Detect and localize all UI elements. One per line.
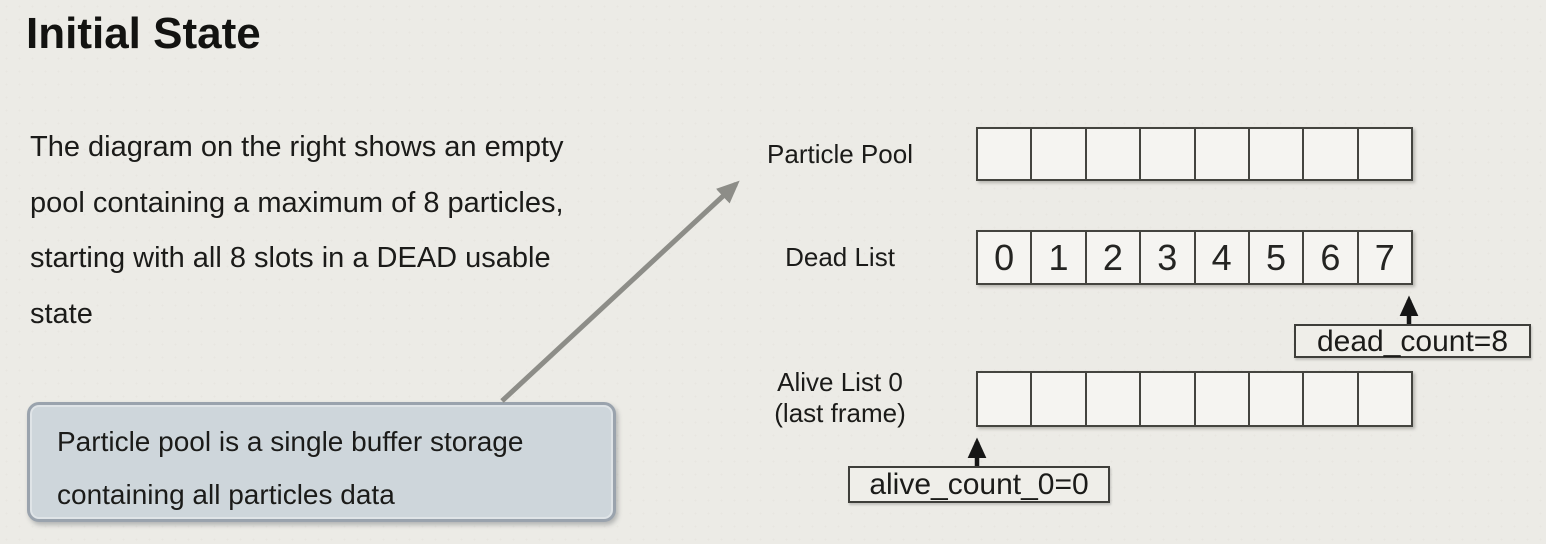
- alive-list-slot: [1359, 373, 1411, 425]
- dead-list-slot: 7: [1374, 236, 1395, 278]
- particle-pool-callout: Particle pool is a single buffer storage…: [27, 402, 616, 522]
- particle-pool-slot: [1141, 129, 1196, 179]
- dead-list-slot: 0: [978, 232, 1033, 283]
- intro-line: The diagram on the right shows an empty: [30, 131, 564, 163]
- alive-count-box: alive_count_0=0: [848, 466, 1110, 503]
- intro-line: state: [30, 297, 93, 330]
- dead-list-slot: 5: [1250, 232, 1305, 283]
- particle-pool-slot: [978, 129, 1033, 179]
- callout-line: containing all particles data: [57, 479, 395, 510]
- dead-list-slot: 3: [1141, 232, 1196, 283]
- particle-pool-label: Particle Pool: [767, 139, 913, 169]
- particle-pool-slot: [1087, 129, 1142, 179]
- dead-list-slot: 1: [1032, 232, 1087, 283]
- dead-list-grid: 0 1 2 3 4 5 6 7: [976, 230, 1413, 285]
- alive-list-slot: [1087, 373, 1142, 425]
- alive-list-slot: [1141, 373, 1196, 425]
- alive-list-label-line2: (last frame): [774, 398, 906, 428]
- dead-list-slot: 6: [1304, 232, 1359, 283]
- alive-list-label-line1: Alive List 0: [777, 367, 903, 397]
- alive-list-slot: [1250, 373, 1305, 425]
- particle-pool-slot: [1250, 129, 1305, 179]
- dead-list-label: Dead List: [785, 242, 895, 272]
- alive-list-grid: [976, 371, 1413, 427]
- page-title: Initial State: [26, 9, 261, 58]
- particle-pool-slot: [1304, 129, 1359, 179]
- particle-pool-slot: [1359, 129, 1411, 179]
- intro-line: starting with all 8 slots in a DEAD usab…: [30, 242, 551, 274]
- particle-pool-slot: [1196, 129, 1250, 179]
- alive-list-slot: [1196, 373, 1250, 425]
- particle-pool-slot: [1032, 129, 1087, 179]
- intro-paragraph: The diagram on the right shows an empty …: [30, 120, 690, 342]
- dead-list-slot: 4: [1196, 232, 1250, 283]
- callout-line: Particle pool is a single buffer storage: [57, 426, 524, 457]
- alive-list-slot: [1032, 373, 1087, 425]
- intro-line: pool containing a maximum of 8 particles…: [30, 186, 564, 219]
- dead-count-box: dead_count=8: [1294, 324, 1531, 358]
- alive-list-slot: [978, 373, 1033, 425]
- alive-list-label: Alive List 0 (last frame): [722, 367, 958, 429]
- particle-pool-grid: [976, 127, 1413, 181]
- alive-list-slot: [1304, 373, 1359, 425]
- dead-list-slot: 2: [1087, 232, 1142, 283]
